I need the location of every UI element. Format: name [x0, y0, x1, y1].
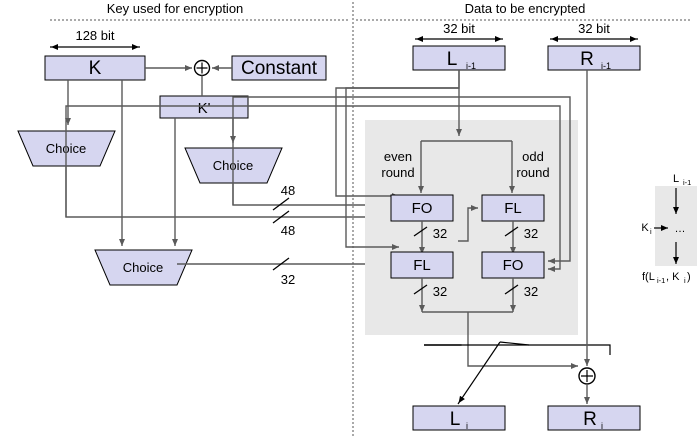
- choice-bottom[interactable]: [94, 249, 193, 286]
- box-R-out-subscript: i: [601, 421, 603, 431]
- wire-cross-join: [499, 341, 530, 346]
- box-R-in-label: R: [580, 49, 594, 70]
- header-right: Data to be encrypted: [465, 1, 586, 16]
- legend-key-label: K: [641, 222, 649, 234]
- box-K-label: K: [89, 58, 102, 79]
- slash-FO-even-out: [413, 226, 428, 237]
- box-FO-even-label: FO: [412, 200, 433, 217]
- box-R-out[interactable]: [547, 405, 641, 431]
- box-FO-odd-label: FO: [503, 257, 524, 274]
- bus-label-48-upper: 48: [281, 183, 295, 198]
- box-L-out-label: L: [450, 409, 461, 430]
- box-K-prime[interactable]: [159, 95, 249, 119]
- box-R-out-label: R: [583, 409, 597, 430]
- box-L-in[interactable]: [412, 45, 506, 71]
- legend-input-subscript: i-1: [683, 178, 691, 187]
- box-L-out[interactable]: [412, 405, 506, 431]
- legend-output-sub2: i: [684, 276, 686, 285]
- slash-FL-odd-out: [504, 226, 519, 237]
- xor-data-glyph: [581, 370, 593, 382]
- label-even-round-1: even: [384, 149, 412, 164]
- legend-ellipsis: …: [675, 223, 686, 235]
- wire-to-L-out: [457, 341, 501, 405]
- box-FO-even[interactable]: [390, 194, 454, 222]
- box-FL-even-label: FL: [413, 257, 431, 274]
- dim-32bit-left-label: 32 bit: [443, 21, 475, 36]
- legend-output-suffix: ): [687, 271, 691, 283]
- wire-L-rail-b: [345, 87, 459, 250]
- header-left: Key used for encryption: [107, 1, 244, 16]
- box-R-in-subscript: i-1: [601, 61, 611, 71]
- box-FL-odd-label: FL: [504, 200, 522, 217]
- label-odd-round-1: odd: [522, 149, 544, 164]
- wire-L-rail-a: [335, 70, 460, 199]
- box-L-out-subscript: i: [466, 421, 468, 431]
- dim-128bit-label: 128 bit: [75, 28, 114, 43]
- box-FO-odd[interactable]: [481, 251, 545, 279]
- legend-output-sub1: i-1: [657, 276, 665, 285]
- slash-FL-even-out: [413, 284, 428, 295]
- slash-48-lower: [272, 210, 290, 224]
- box-L-in-label: L: [447, 49, 458, 70]
- wire-key-rail-to-FOodd-a: [232, 96, 571, 264]
- box-K-prime-label: K': [198, 100, 211, 117]
- wire-merge-to-xor: [467, 312, 578, 369]
- legend-output-prefix: f(L: [642, 271, 655, 283]
- slash-48-upper: [272, 197, 290, 211]
- bits-FL-odd-out: 32: [524, 226, 538, 241]
- slash-FO-odd-out: [504, 284, 519, 295]
- wire-cross-right: [529, 344, 611, 355]
- bits-FO-odd-out: 32: [524, 284, 538, 299]
- box-Constant-label: Constant: [241, 58, 318, 79]
- dim-32bit-right-label: 32 bit: [578, 21, 610, 36]
- bits-FL-even-out: 32: [433, 284, 447, 299]
- box-FL-even[interactable]: [390, 251, 454, 279]
- legend-key-subscript: i: [650, 227, 652, 236]
- wire-key-rail-to-FOodd-b: [65, 105, 561, 272]
- bus-label-32-choice: 32: [281, 272, 295, 287]
- label-odd-round-2: round: [516, 165, 549, 180]
- choice-bottom-label: Choice: [123, 260, 163, 275]
- slash-32-choice: [272, 257, 290, 271]
- xor-key-glyph: [196, 62, 208, 74]
- round-panel: [365, 120, 578, 335]
- label-even-round-2: round: [381, 165, 414, 180]
- box-L-in-subscript: i-1: [466, 61, 476, 71]
- box-R-in[interactable]: [547, 45, 641, 71]
- bus-label-48-lower: 48: [281, 223, 295, 238]
- legend-input-label: L: [673, 173, 679, 185]
- wire-FOeven-to-FLodd: [458, 205, 478, 242]
- legend-output-mid: , K: [666, 271, 680, 283]
- bits-FO-even-out: 32: [433, 226, 447, 241]
